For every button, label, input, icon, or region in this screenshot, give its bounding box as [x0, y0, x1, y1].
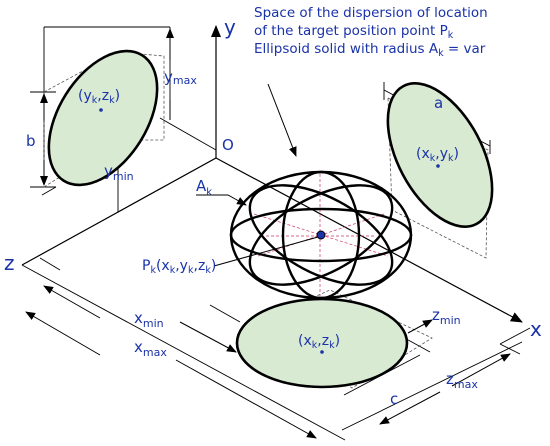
ellipsoid-meridian-2: [248, 184, 394, 286]
yz-projection-ellipse: [47, 49, 159, 187]
z-axis-label: z: [4, 251, 15, 275]
label-Ak: Ak: [196, 177, 212, 198]
z-dimensions: [379, 319, 511, 425]
yz-center-point: [99, 108, 103, 112]
ellipsoid-wireframe: [229, 170, 413, 300]
label-a: a: [434, 94, 443, 112]
target-point-Pk: [316, 230, 326, 240]
annotation-line-2: of the target position point Pk: [254, 23, 454, 41]
xz-center-point: [320, 350, 324, 354]
xz-projection-label: (xk,zk): [298, 333, 340, 351]
label-xmin: xmin: [134, 309, 164, 330]
yz-projection-label: (yk,zk): [78, 88, 120, 106]
annotation-line-1: Space of the dispersion of location: [254, 5, 488, 21]
label-ymax: ymax: [164, 68, 197, 87]
xy-projection-ellipse: [386, 82, 494, 228]
label-zmax: zmax: [446, 370, 478, 391]
xy-center-point: [436, 164, 440, 168]
Pk-leader: [213, 236, 319, 267]
x-dimensions: [25, 285, 317, 439]
label-xmax: xmax: [134, 338, 167, 359]
annotation-line-3: Ellipsoid solid with radius Ak = var: [254, 41, 486, 59]
ellipsoid-meridian-1: [281, 170, 361, 300]
annotation-arrow: [267, 83, 297, 157]
Ak-leader: [196, 194, 247, 206]
ellipsoid-equator: [229, 207, 413, 263]
origin-label: O: [222, 136, 234, 154]
Pk-label: Pk(xk,yk,zk): [142, 258, 216, 276]
label-c: c: [390, 390, 398, 408]
x-axis-label: x: [530, 317, 542, 341]
y-axis-label: y: [224, 15, 236, 39]
label-b: b: [26, 132, 36, 150]
label-zmin: zmin: [432, 306, 461, 327]
yz-dashed: [43, 51, 165, 188]
label-ymin: ymin: [104, 162, 134, 183]
ellipsoid-meridian-3: [248, 184, 394, 286]
xy-projection-label: (xk,yk): [416, 146, 459, 164]
